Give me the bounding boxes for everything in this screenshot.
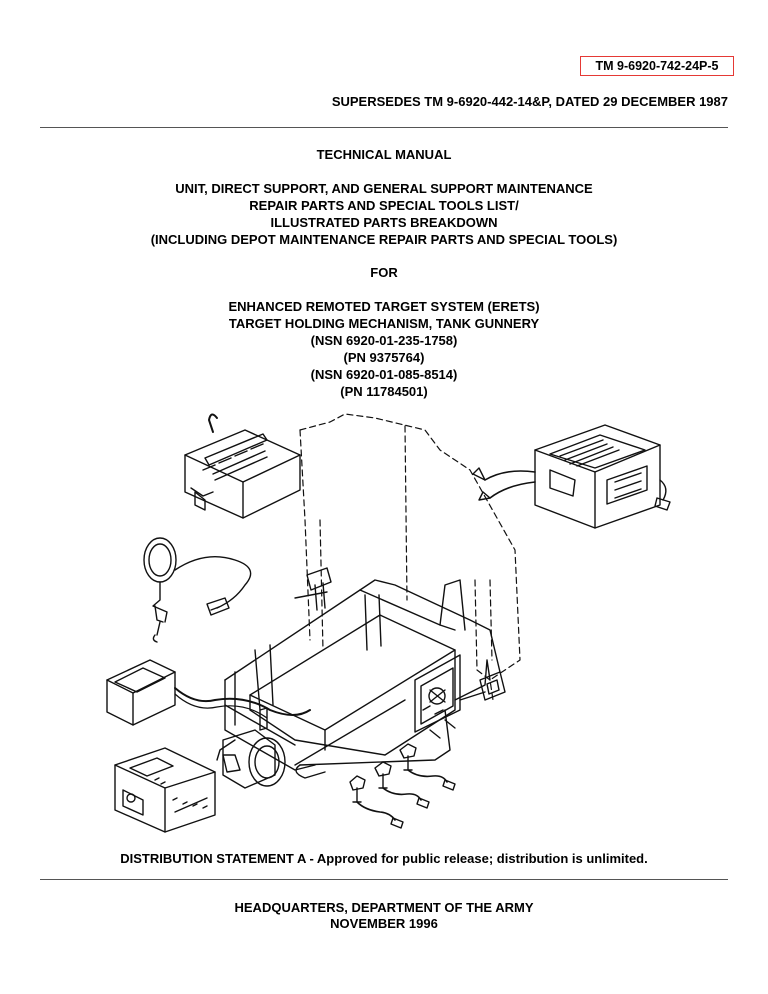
headquarters-line: HEADQUARTERS, DEPARTMENT OF THE ARMY (234, 900, 534, 915)
equipment-illustration (106, 413, 671, 833)
system-line: (PN 11784501) (340, 384, 428, 399)
title-line: (INCLUDING DEPOT MAINTENANCE REPAIR PART… (150, 232, 618, 247)
mounting-bracket (459, 671, 506, 701)
charger-icon (472, 424, 671, 529)
system-line: ENHANCED REMOTED TARGET SYSTEM (ERETS) (228, 299, 540, 314)
sensor-assemblies (349, 743, 456, 829)
junction-box-icon (106, 659, 311, 726)
manual-title: UNIT, DIRECT SUPPORT, AND GENERAL SUPPOR… (0, 180, 768, 248)
system-identification: ENHANCED REMOTED TARGET SYSTEM (ERETS) T… (0, 298, 768, 400)
publication-date: NOVEMBER 1996 (330, 916, 438, 931)
system-line: (PN 9375764) (343, 350, 425, 365)
target-panel-outline (299, 413, 521, 701)
system-line: (NSN 6920-01-085-8514) (310, 367, 458, 382)
title-line: UNIT, DIRECT SUPPORT, AND GENERAL SUPPOR… (175, 181, 593, 196)
title-line: ILLUSTRATED PARTS BREAKDOWN (270, 215, 498, 230)
manual-type: TECHNICAL MANUAL (316, 147, 452, 162)
supersedes-line: SUPERSEDES TM 9-6920-442-14&P, DATED 29 … (331, 94, 728, 109)
system-line: (NSN 6920-01-235-1758) (310, 333, 458, 348)
main-frame (224, 567, 501, 779)
control-box-icon (114, 747, 216, 833)
system-line: TARGET HOLDING MECHANISM, TANK GUNNERY (228, 316, 540, 331)
for-label: FOR (370, 265, 398, 280)
sensor-lamp-icon (143, 537, 252, 643)
bottom-divider (40, 879, 728, 880)
title-line: REPAIR PARTS AND SPECIAL TOOLS LIST/ (249, 198, 519, 213)
tm-number: TM 9-6920-742-24P-5 (595, 59, 719, 73)
top-divider (40, 127, 728, 128)
distribution-statement: DISTRIBUTION STATEMENT A - Approved for … (120, 851, 648, 866)
tm-number-box: TM 9-6920-742-24P-5 (580, 56, 734, 76)
motor-icon (216, 729, 286, 789)
battery-icon (184, 413, 301, 519)
